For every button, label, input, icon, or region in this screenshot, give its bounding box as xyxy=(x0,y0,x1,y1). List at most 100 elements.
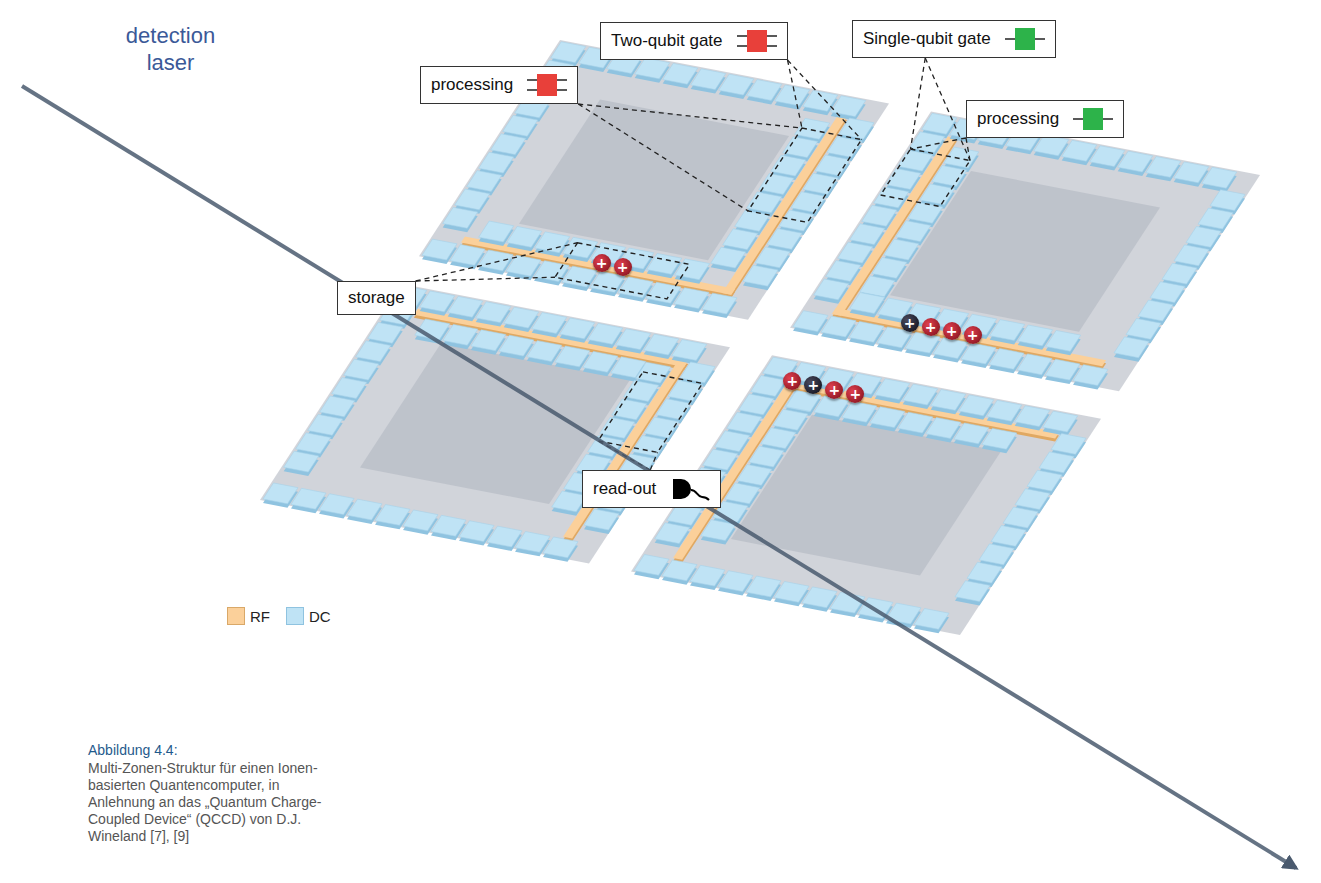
dc-electrode xyxy=(944,147,979,168)
dc-electrode xyxy=(1138,300,1173,321)
dc-electrode xyxy=(1039,452,1074,473)
dc-electrode xyxy=(506,255,541,276)
dc-electrode xyxy=(967,562,1002,583)
callout-text: processing xyxy=(431,75,513,95)
dc-electrode xyxy=(675,259,710,280)
dc-electrode xyxy=(785,391,820,412)
dc-electrode xyxy=(826,261,861,282)
dc-electrode xyxy=(644,417,679,438)
callout-box: Single-qubit gate xyxy=(852,20,1056,58)
dc-electrode xyxy=(479,221,514,242)
dc-electrode xyxy=(1046,330,1081,351)
leader-line xyxy=(578,104,802,128)
dc-electrode xyxy=(989,348,1024,369)
dc-electrode xyxy=(491,134,526,155)
callout-box: read-out xyxy=(582,470,721,508)
dc-electrode xyxy=(1186,226,1221,247)
substrate-region xyxy=(260,284,730,564)
dc-electrode xyxy=(1202,167,1237,188)
callout-box: Two-qubit gate xyxy=(600,22,788,60)
substrate-region xyxy=(790,112,1260,392)
dc-electrode xyxy=(634,554,669,575)
dc-electrode xyxy=(1174,162,1209,183)
dc-electrode xyxy=(875,379,910,400)
dc-electrode xyxy=(551,42,586,63)
callout-text: storage xyxy=(348,288,405,308)
dc-electrode xyxy=(450,245,485,266)
gate-symbol xyxy=(537,74,557,96)
dc-electrode xyxy=(830,592,865,613)
dc-electrode xyxy=(898,412,933,433)
dc-electrode xyxy=(827,137,862,158)
dc-electrode xyxy=(668,380,703,401)
dc-electrode xyxy=(814,396,849,417)
dc-electrode xyxy=(931,390,966,411)
dc-electrode xyxy=(503,115,538,136)
callout-text: Single-qubit gate xyxy=(863,29,991,49)
dc-electrode xyxy=(933,338,968,359)
dc-electrode xyxy=(368,322,403,343)
callout-text: Two-qubit gate xyxy=(611,31,723,51)
dc-electrode xyxy=(884,239,919,260)
dc-electrode xyxy=(914,608,949,629)
ion-charge: + xyxy=(922,318,940,336)
dc-electrode xyxy=(795,118,830,139)
dc-electrode xyxy=(479,152,514,173)
dc-electrode xyxy=(680,362,715,383)
dc-electrode xyxy=(1210,190,1245,211)
zone-icon xyxy=(1073,107,1113,131)
dc-electrode xyxy=(663,63,698,84)
dc-electrode xyxy=(1062,140,1097,161)
substrate-core xyxy=(731,415,1001,576)
dc-electrode xyxy=(487,526,522,547)
dc-electrode xyxy=(961,343,996,364)
dc-electrode xyxy=(773,409,808,430)
dc-electrode xyxy=(690,565,725,586)
dc-electrode xyxy=(932,166,967,187)
dc-electrode xyxy=(1027,470,1062,491)
zone-icon xyxy=(670,477,710,501)
dc-electrode xyxy=(356,341,391,362)
dc-electrode xyxy=(291,488,326,509)
dc-electrode xyxy=(803,173,838,194)
dc-electrode xyxy=(821,316,856,337)
gate-symbol xyxy=(747,30,767,52)
leader-line xyxy=(911,58,926,149)
dc-electrode xyxy=(616,329,651,350)
dc-electrode xyxy=(674,288,709,309)
dc-electrode xyxy=(905,332,940,353)
dc-electrode xyxy=(471,330,506,351)
ion-charge: + xyxy=(901,314,919,332)
leader-line xyxy=(925,58,970,161)
dc-electrode xyxy=(403,510,438,531)
dc-electrode xyxy=(1114,337,1149,358)
leader-line xyxy=(911,138,967,149)
dc-electrode xyxy=(991,525,1026,546)
dc-electrode xyxy=(1146,157,1181,178)
dc-electrode xyxy=(534,261,569,282)
dc-electrode xyxy=(959,395,994,416)
dc-electrode xyxy=(870,407,905,428)
trap-chip xyxy=(260,40,1260,635)
zone-outline xyxy=(881,149,971,206)
dc-electrode xyxy=(263,483,298,504)
zone-outline xyxy=(598,372,703,452)
zone-icon xyxy=(527,73,567,97)
dc-electrode xyxy=(1034,135,1069,156)
dc-electrode xyxy=(455,189,490,210)
dc-electrode xyxy=(478,250,513,271)
dc-electrode xyxy=(737,465,772,486)
dc-electrode xyxy=(515,532,550,553)
dc-electrode xyxy=(872,258,907,279)
dc-electrode xyxy=(555,346,590,367)
dc-electrode xyxy=(831,96,866,117)
legend-text: RF xyxy=(250,608,270,625)
dc-electrode xyxy=(715,431,750,452)
callout-box: storage xyxy=(337,281,416,315)
dc-electrode xyxy=(862,205,897,226)
dc-electrode xyxy=(1017,354,1052,375)
dc-electrode xyxy=(507,226,542,247)
dc-electrode xyxy=(420,291,455,312)
substrate-region xyxy=(419,40,889,320)
dc-electrode xyxy=(767,229,802,250)
